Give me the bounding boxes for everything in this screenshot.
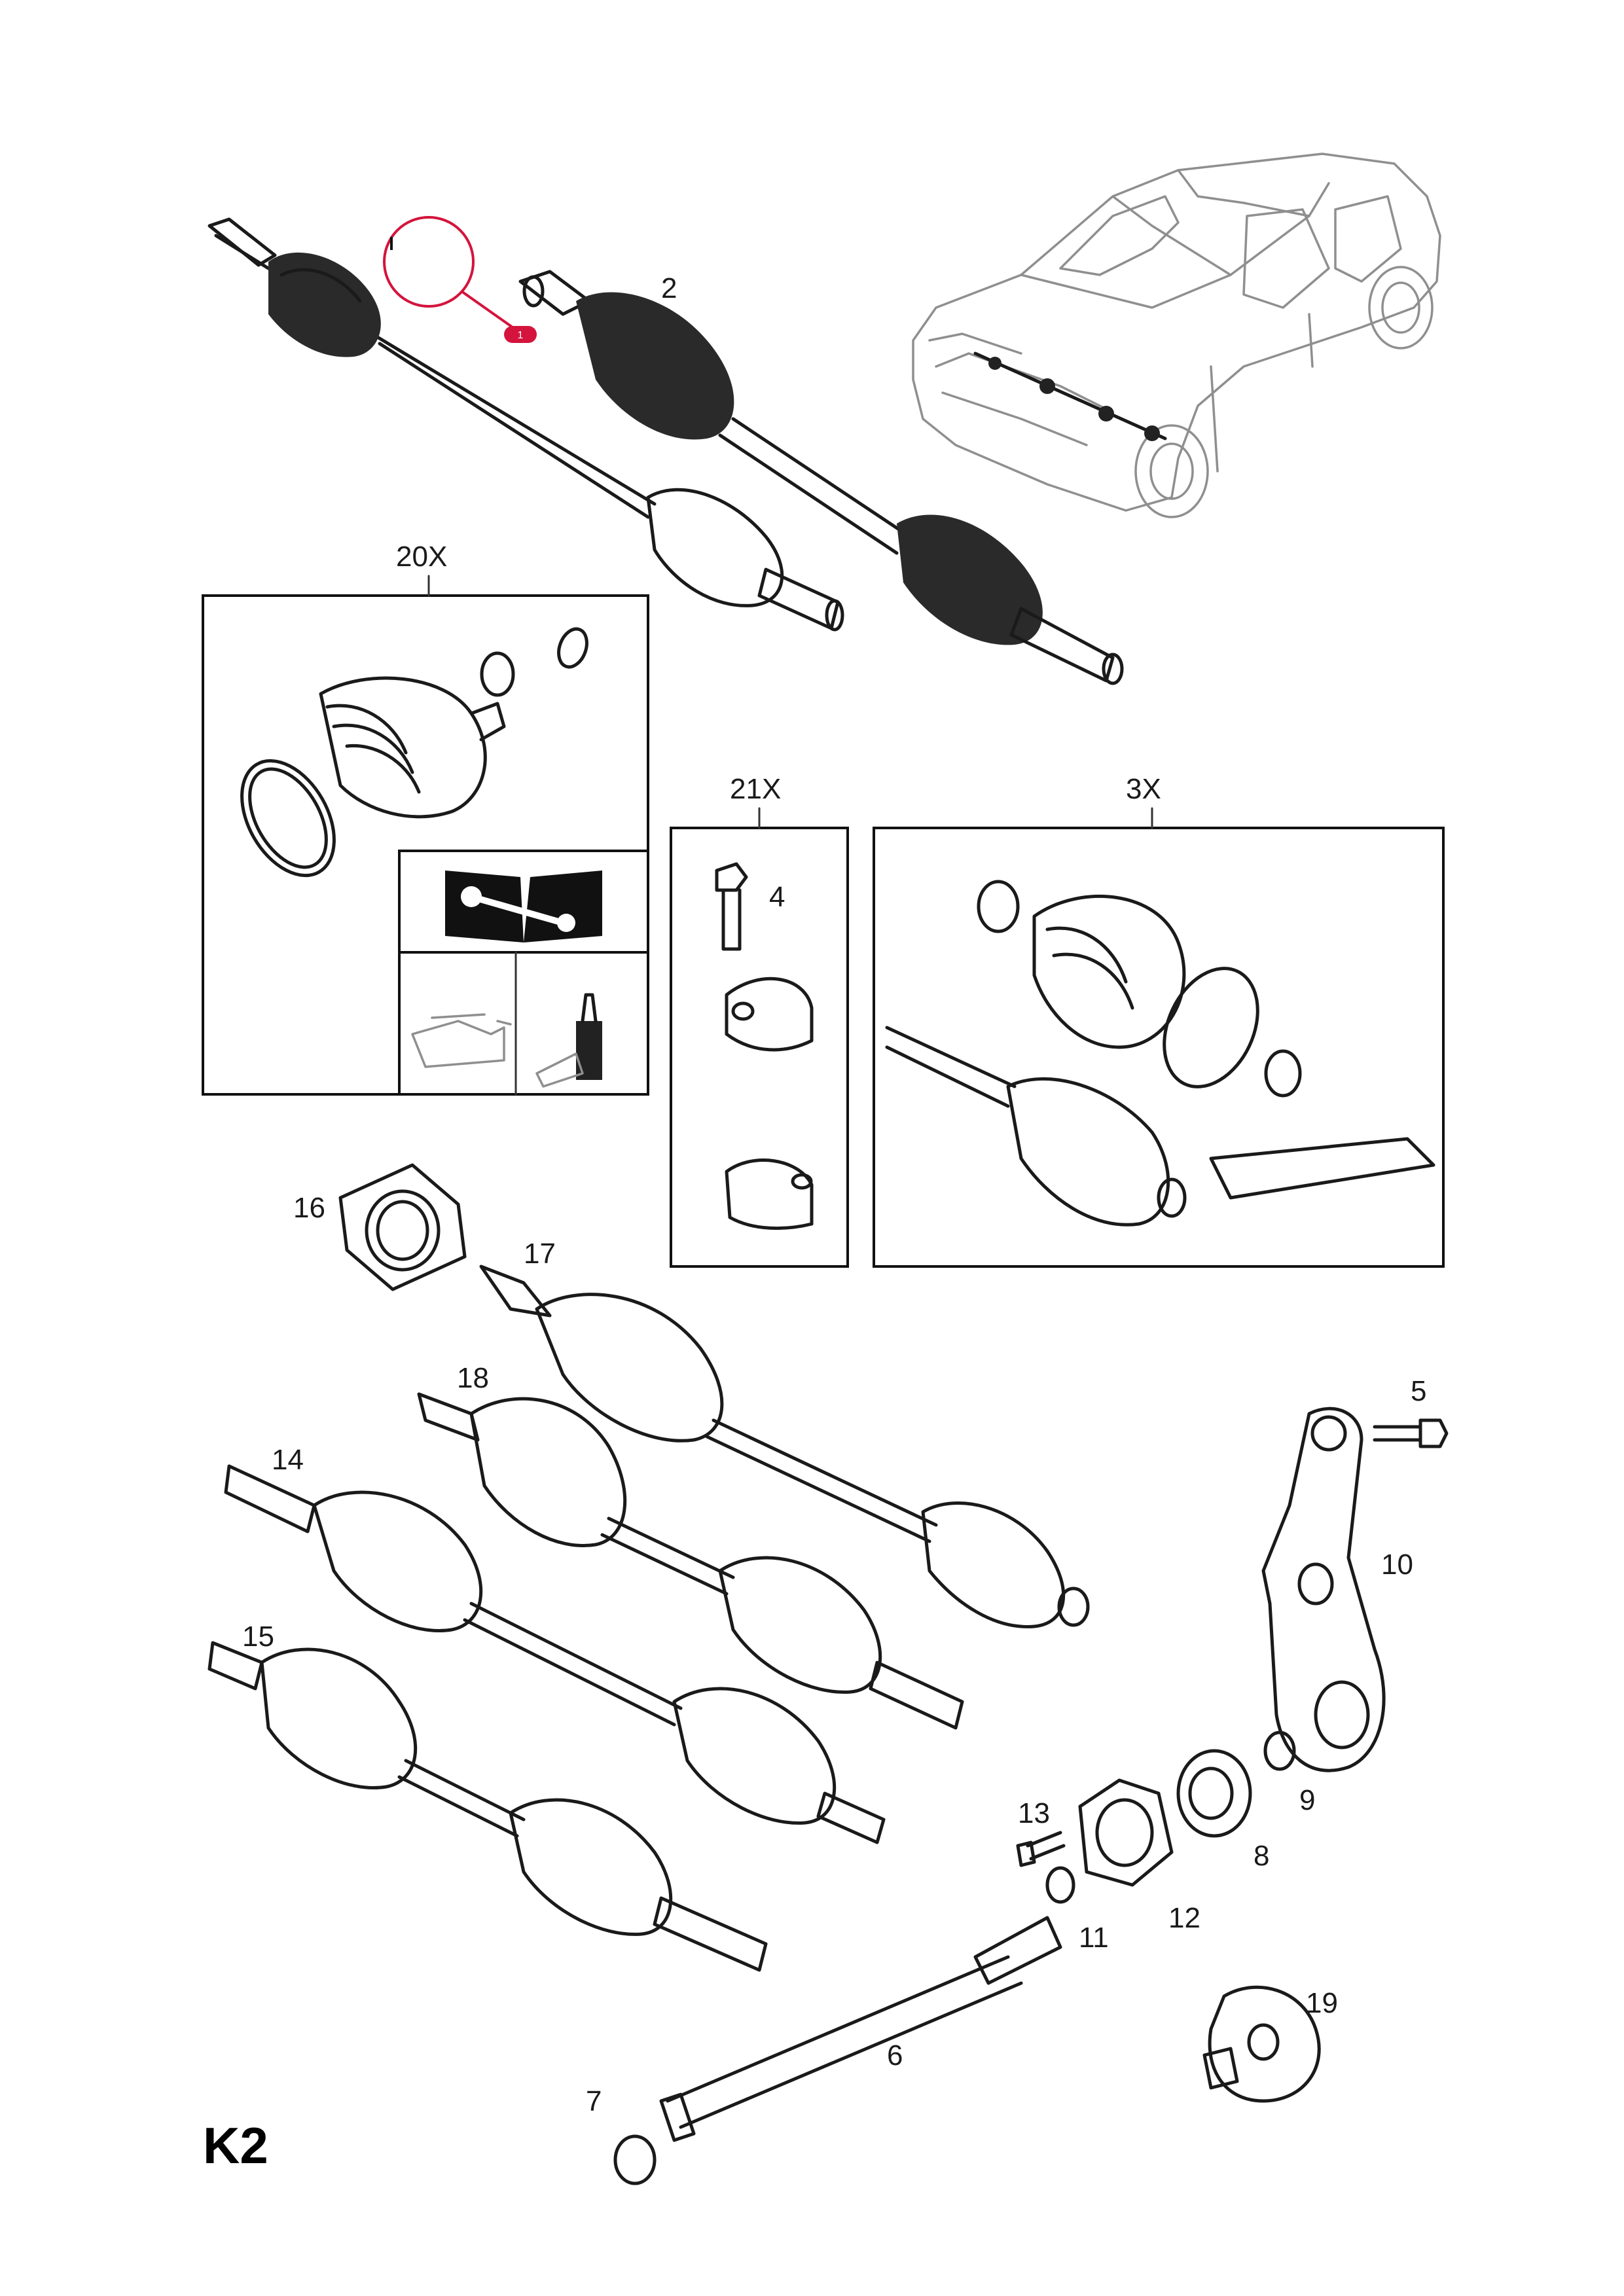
drive-shaft-17[interactable]: [479, 1265, 1090, 1628]
wrench-book-icon: [445, 870, 602, 942]
part-9-circlip[interactable]: [1263, 1731, 1296, 1771]
callout-19[interactable]: 19: [1306, 1987, 1338, 2019]
callout-3x[interactable]: 3X: [1126, 773, 1161, 805]
part-13-bolt[interactable]: [1016, 1831, 1066, 1867]
kit-box-20x[interactable]: [202, 575, 649, 1096]
callout-7[interactable]: 7: [586, 2085, 602, 2117]
part-7-seal[interactable]: [613, 2134, 657, 2185]
callout-4[interactable]: 4: [769, 881, 785, 913]
part-5-bolt[interactable]: [1373, 1418, 1449, 1448]
hotspot-marker[interactable]: 1: [383, 216, 537, 343]
kit-box-3x[interactable]: [873, 807, 1445, 1268]
callout-11[interactable]: 11: [1079, 1922, 1109, 1954]
part-19-hub[interactable]: [1202, 1985, 1321, 2103]
drive-shaft-18[interactable]: [417, 1392, 964, 1730]
callout-14[interactable]: 14: [272, 1444, 304, 1476]
part-10-bracket[interactable]: [1261, 1407, 1386, 1772]
callout-6[interactable]: 6: [887, 2039, 903, 2072]
car-illustration: [912, 152, 1441, 518]
hotspot-badge[interactable]: [504, 326, 537, 343]
drive-shaft-1[interactable]: [208, 217, 844, 632]
callout-10[interactable]: 10: [1381, 1549, 1413, 1581]
oil-can-icon: [411, 1013, 512, 1068]
part-8-bearing[interactable]: [1176, 1749, 1252, 1838]
callout-5[interactable]: 5: [1411, 1375, 1426, 1407]
part-6-shaft[interactable]: [659, 1916, 1062, 2142]
callout-21x[interactable]: 21X: [730, 773, 781, 805]
page-code: K2: [203, 2117, 268, 2174]
hotspot-label: 1: [518, 330, 524, 341]
callout-8[interactable]: 8: [1254, 1840, 1269, 1872]
callout-20x[interactable]: 20X: [396, 541, 447, 573]
callout-9[interactable]: 9: [1299, 1784, 1315, 1816]
part-11-ring[interactable]: [1045, 1866, 1075, 1904]
drive-shaft-2[interactable]: [518, 270, 1124, 685]
drive-shaft-14[interactable]: [224, 1464, 886, 1844]
kit-box-21x[interactable]: [670, 807, 849, 1268]
callout-18[interactable]: 18: [457, 1362, 489, 1394]
callout-15[interactable]: 15: [242, 1621, 274, 1653]
callout-16[interactable]: 16: [293, 1192, 325, 1224]
callout-2[interactable]: 2: [661, 272, 677, 304]
grease-tube-icon: [535, 993, 602, 1088]
part-16-flange[interactable]: [338, 1163, 467, 1291]
callout-12[interactable]: 12: [1168, 1902, 1200, 1934]
callout-13[interactable]: 13: [1018, 1797, 1050, 1829]
drive-shaft-15[interactable]: [208, 1641, 768, 1972]
callout-17[interactable]: 17: [524, 1238, 556, 1270]
part-12-housing[interactable]: [1078, 1778, 1174, 1887]
